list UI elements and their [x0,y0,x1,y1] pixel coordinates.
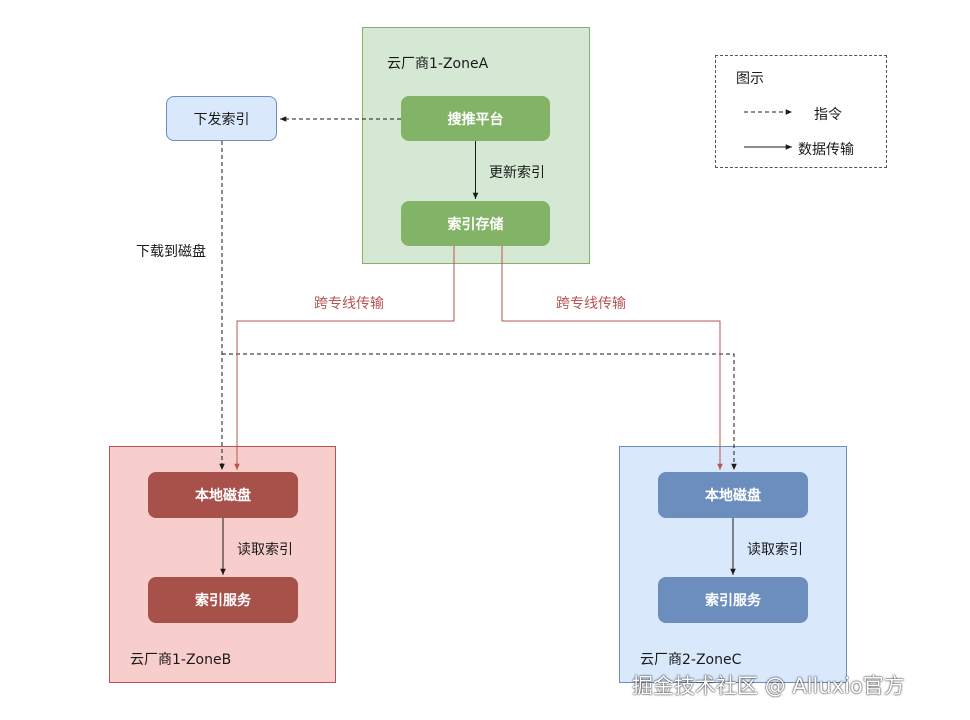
update-index-label: 更新索引 [489,165,545,181]
cross-line-c-label: 跨专线传输 [556,296,626,312]
legend-data-transfer-label: 数据传输 [798,142,854,158]
search-platform-node: 搜推平台 [401,96,550,141]
watermark-text: 掘金技术社区 @ Alluxio官方 [632,674,905,698]
edge-storage-to-disk-c [501,246,723,470]
edge-storage-to-disk-b [234,246,455,470]
issue-index-node: 下发索引 [166,96,277,141]
local-disk-b-node: 本地磁盘 [148,472,298,518]
index-storage-node: 索引存储 [401,201,550,246]
zone-c-title: 云厂商2-ZoneC [640,652,742,668]
index-service-c-node: 索引服务 [658,577,808,623]
cross-line-b-label: 跨专线传输 [314,296,384,312]
read-index-b-label: 读取索引 [237,542,293,558]
zone-b-container: 云厂商1-ZoneB [109,446,336,683]
download-to-disk-label: 下载到磁盘 [136,244,206,260]
read-index-c-label: 读取索引 [747,542,803,558]
legend-title: 图示 [736,71,764,87]
index-service-b-node: 索引服务 [148,577,298,623]
legend-swatches [744,109,792,150]
legend-command-label: 指令 [814,107,842,123]
local-disk-c-node: 本地磁盘 [658,472,808,518]
legend-box: 图示 指令 数据传输 [715,55,887,168]
edge-issue-to-disk-c [222,353,737,470]
zone-b-title: 云厂商1-ZoneB [130,652,232,668]
zone-a-title: 云厂商1-ZoneA [387,56,489,72]
